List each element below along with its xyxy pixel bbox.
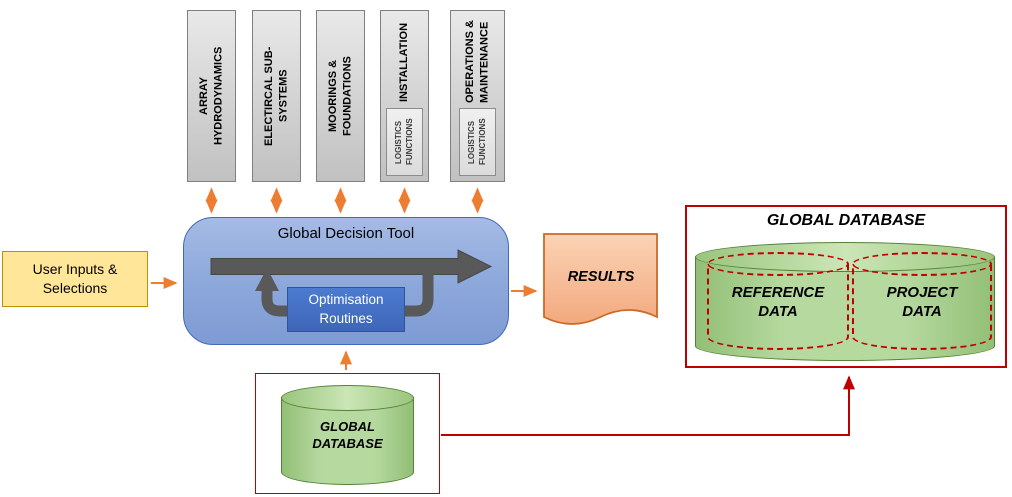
logistics-functions-label: LOGISTICS FUNCTIONS (393, 118, 414, 166)
cylinder-body (281, 398, 414, 485)
module-label: OPERATIONS & MAINTENANCE (464, 20, 491, 104)
database-sync-connector (441, 375, 855, 436)
project-data-label: PROJECT DATA (886, 284, 958, 320)
optimisation-routines-box: Optimisation Routines (287, 287, 405, 332)
results-document: RESULTS (543, 233, 659, 335)
results-document-shape (543, 233, 658, 325)
user-inputs-box: User Inputs & Selections (2, 251, 148, 307)
global-database-panel-title: GLOBAL DATABASE (766, 212, 926, 229)
module-label: ELECTIRCAL SUB-SYSTEMS (263, 46, 290, 146)
user-inputs-label: User Inputs & Selections (32, 261, 118, 296)
decision-tool-title: Global Decision Tool (277, 225, 415, 242)
project-data-cylinder: PROJECT DATA (852, 252, 992, 350)
module-box-array-hydrodynamics: ARRAY HYDRODYNAMICS (187, 10, 236, 182)
results-label: RESULTS (567, 269, 635, 285)
global-database-cylinder-small: GLOBAL DATABASE (281, 385, 414, 485)
cylinder-top (852, 252, 992, 276)
module-box-operations-maintenance: OPERATIONS & MAINTENANCE LOGISTICS FUNCT… (450, 10, 505, 182)
logistics-functions-label: LOGISTICS FUNCTIONS (466, 118, 487, 166)
optimisation-routines-label: Optimisation Routines (308, 292, 384, 326)
cylinder-body (852, 264, 992, 350)
logistics-functions-subbox: LOGISTICS FUNCTIONS (459, 108, 496, 176)
module-label: MOORINGS & FOUNDATIONS (327, 56, 354, 136)
cylinder-top (707, 252, 849, 276)
module-label: ARRAY HYDRODYNAMICS (198, 46, 225, 146)
cylinder-top (281, 385, 414, 411)
module-label: INSTALLATION (398, 22, 411, 102)
module-box-electrical-sub-systems: ELECTIRCAL SUB-SYSTEMS (252, 10, 301, 182)
module-box-moorings-foundations: MOORINGS & FOUNDATIONS (316, 10, 365, 182)
bottom-database-label: GLOBAL DATABASE (312, 419, 383, 451)
cylinder-body (707, 264, 849, 350)
module-box-installation: INSTALLATION LOGISTICS FUNCTIONS (380, 10, 429, 182)
reference-data-label: REFERENCE DATA (731, 284, 825, 320)
reference-data-cylinder: REFERENCE DATA (707, 252, 849, 350)
logistics-functions-subbox: LOGISTICS FUNCTIONS (386, 108, 423, 176)
